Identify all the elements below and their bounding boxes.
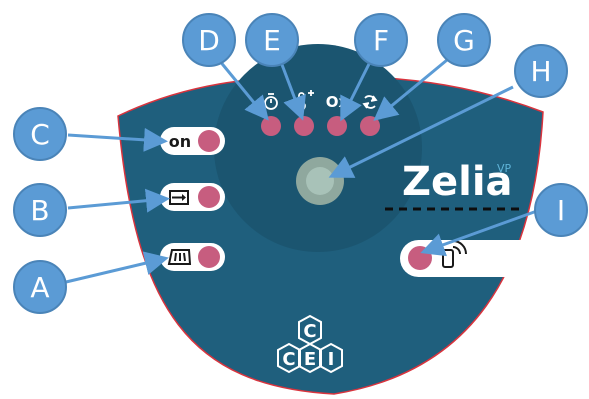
callout-h: H <box>514 44 568 98</box>
callout-i-label: I <box>557 194 565 227</box>
oxygen-label: Ox <box>326 93 349 111</box>
arrow-c <box>67 127 168 152</box>
indicator-led-f <box>327 116 347 136</box>
callout-e-label: E <box>263 24 281 57</box>
arrow-a <box>65 251 169 284</box>
arrow-i <box>420 205 549 257</box>
heater-icon <box>167 249 192 265</box>
callout-a-label: A <box>30 271 49 304</box>
arrow-h <box>328 85 514 178</box>
logo-letter-top: C <box>303 321 316 342</box>
ccei-logo <box>277 314 343 374</box>
on-button-led <box>198 130 220 152</box>
callout-d-label: D <box>198 24 220 57</box>
logo-letter-bottom-left: C <box>282 349 295 370</box>
arrow-b <box>67 188 170 213</box>
callout-g: G <box>437 13 491 67</box>
center-knob-inner <box>306 167 334 195</box>
callout-c: C <box>13 107 67 161</box>
arrow-e <box>279 61 306 121</box>
logo-letter-bottom-mid: E <box>304 349 316 370</box>
callout-b: B <box>13 183 67 237</box>
indicator-led-d <box>261 116 281 136</box>
on-button-label: on <box>169 132 191 151</box>
callout-e: E <box>245 13 299 67</box>
callout-d: D <box>182 13 236 67</box>
callout-f-label: F <box>373 24 389 57</box>
wireless-button[interactable] <box>400 240 560 277</box>
callout-a: A <box>13 260 67 314</box>
arrow-d <box>217 59 269 121</box>
arrow-g <box>373 58 448 121</box>
callout-i: I <box>534 183 588 237</box>
callout-h-label: H <box>530 55 551 88</box>
on-button[interactable]: on <box>160 127 225 155</box>
heater-button-led <box>198 246 220 268</box>
logo-letter-bottom-right: I <box>328 349 335 370</box>
callout-f: F <box>354 13 408 67</box>
callout-b-label: B <box>30 194 49 227</box>
brand-name: Zelia <box>402 159 513 205</box>
arrow-f <box>340 61 372 122</box>
mode-button-led <box>198 186 220 208</box>
level-icon <box>169 190 189 205</box>
indicator-led-e <box>294 116 314 136</box>
mode-button[interactable] <box>160 183 225 211</box>
indicator-led-g <box>360 116 380 136</box>
brand-superscript: VP <box>497 162 512 175</box>
callout-c-label: C <box>30 118 50 151</box>
heater-button[interactable] <box>160 243 225 271</box>
callout-g-label: G <box>453 24 475 57</box>
